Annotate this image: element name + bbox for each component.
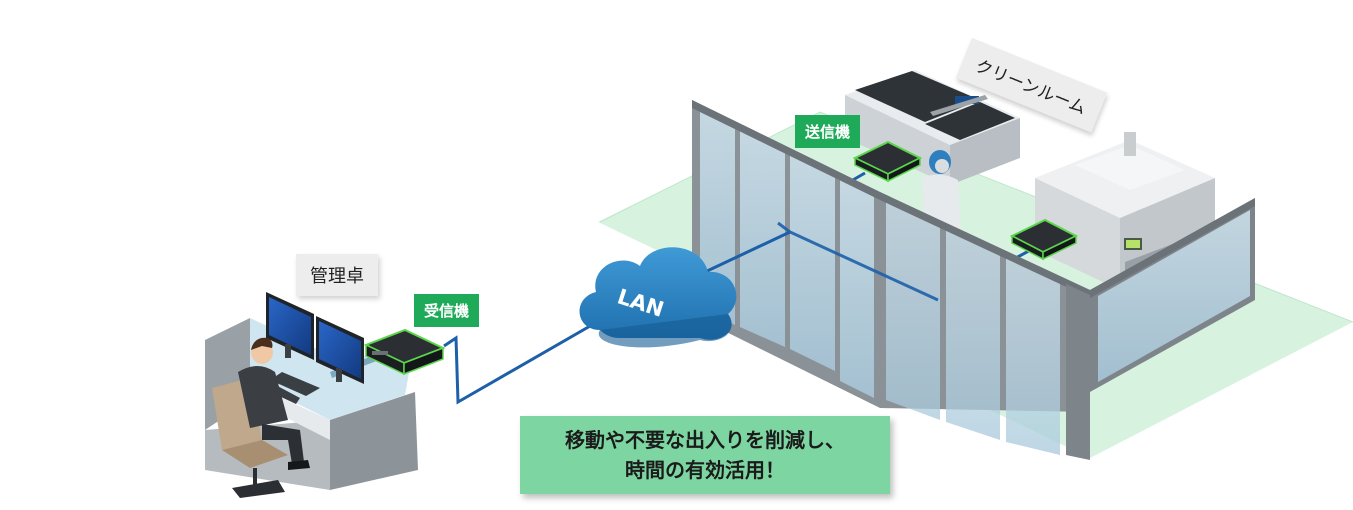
desk-operator <box>212 337 310 498</box>
conveyor-machine <box>845 70 1020 185</box>
benefit-callout: 移動や不要な出入りを削減し、 時間の有効活用！ <box>520 416 890 494</box>
cable-receiver-to-lan <box>443 316 605 405</box>
lan-cloud <box>579 247 737 348</box>
transmitter-label: 送信機 <box>795 115 861 148</box>
monitor-right <box>316 316 364 384</box>
monitor-left <box>266 292 314 360</box>
management-desk-label: 管理卓 <box>296 254 378 296</box>
cleanroom-front-wall-right <box>880 192 1255 460</box>
transmitter-device-1 <box>852 140 923 183</box>
receiver-label: 受信機 <box>414 294 480 327</box>
keyboard <box>270 372 320 396</box>
cable-lan-to-cleanroom <box>704 230 791 274</box>
callout-line-2: 時間の有効活用！ <box>625 458 785 482</box>
callout-line-1: 移動や不要な出入りを削減し、 <box>565 428 845 452</box>
cleanroom-back-wall <box>1090 198 1255 392</box>
transmitter-device-2 <box>1009 218 1079 261</box>
receiver-device <box>363 328 446 376</box>
